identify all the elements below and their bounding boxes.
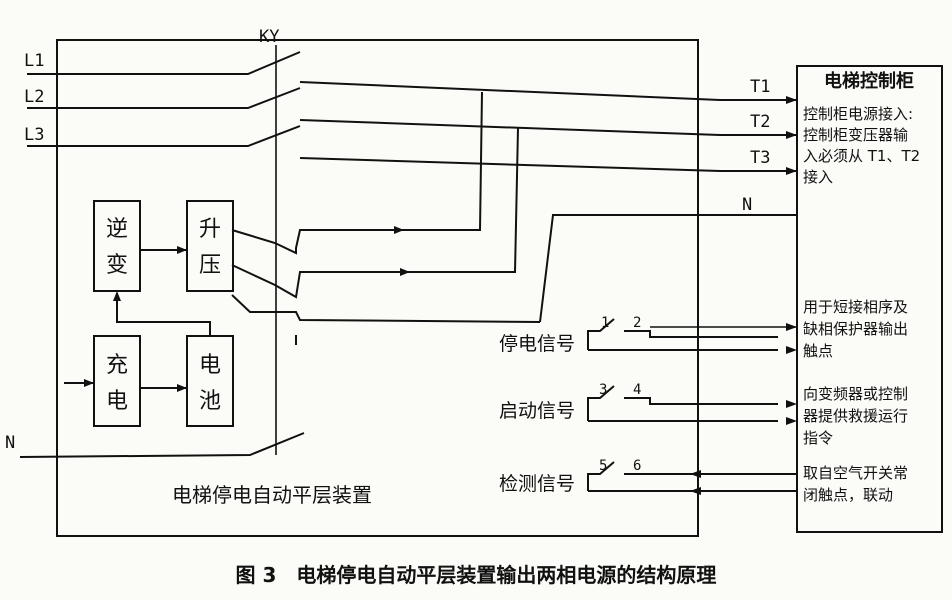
detect-arrow-b <box>690 487 701 495</box>
cabinet-note-start-3: 指令 <box>803 429 833 447</box>
charger-block <box>93 335 141 427</box>
booster-out-line-2 <box>231 127 519 299</box>
booster-arrow-1 <box>394 226 404 234</box>
cabinet-note-start-2: 器提供救援运行 <box>803 407 908 425</box>
cabinet-note-power-1: 控制柜电源接入: <box>803 105 913 123</box>
input-label-l2: L2 <box>24 87 44 107</box>
start-signal-label: 启动信号 <box>499 400 575 422</box>
start-contact-4: 4 <box>633 382 641 398</box>
start-arrow-a <box>786 400 797 408</box>
cabinet-title: 电梯控制柜 <box>824 70 914 92</box>
booster-label-1: 升 <box>199 217 221 242</box>
detect-signal-label: 检测信号 <box>499 473 575 495</box>
inverter-label-2: 变 <box>106 253 128 278</box>
battery-to-inverter <box>116 293 211 336</box>
charger-label-1: 充 <box>106 353 128 378</box>
input-label-n: N <box>5 433 15 453</box>
cabinet-note-power-4: 接入 <box>803 168 833 186</box>
battery-label-1: 电 <box>199 353 221 378</box>
start-contact <box>587 385 778 421</box>
battery-label-2: 池 <box>199 389 221 414</box>
poweroff-contact-2: 2 <box>633 315 641 331</box>
input-line-l3 <box>27 125 301 147</box>
cabinet-note-power-3: 入必须从 T1、T2 <box>803 147 920 165</box>
neutral-out-line <box>539 214 797 323</box>
output-label-t2: T2 <box>750 112 770 132</box>
device-title: 电梯停电自动平层装置 <box>172 483 372 507</box>
poweroff-arrow-b <box>786 346 797 354</box>
cabinet-note-poweroff-1: 用于短接相序及 <box>803 298 908 316</box>
output-line-t1 <box>299 81 721 101</box>
inverter-label-1: 逆 <box>106 217 128 242</box>
detect-contact <box>587 461 797 491</box>
output-label-n: N <box>742 195 752 215</box>
battery-to-inverter-arrow <box>113 291 121 301</box>
cabinet-note-power-2: 控制柜变压器输 <box>803 126 908 144</box>
booster-out-line-3 <box>231 294 541 323</box>
booster-out-line-1 <box>231 91 483 255</box>
t3-arrow <box>786 167 797 175</box>
output-label-t3: T3 <box>750 148 770 168</box>
input-line-l2 <box>27 87 301 109</box>
cabinet-note-detect-1: 取自空气开关常 <box>803 464 908 482</box>
cabinet-note-start-1: 向变频器或控制 <box>803 385 908 403</box>
cabinet-note-detect-2: 闭触点，联动 <box>803 486 893 504</box>
device-boundary <box>56 39 699 537</box>
inverter-to-booster-arrow <box>177 246 187 254</box>
cabinet-note-poweroff-3: 触点 <box>803 342 833 360</box>
detect-contact-5: 5 <box>599 458 607 474</box>
charger-label-2: 电 <box>106 389 128 414</box>
detect-arrow-a <box>690 470 701 478</box>
start-contact-3: 3 <box>599 382 607 398</box>
switch-label: KY <box>259 27 279 47</box>
booster-block <box>186 200 234 292</box>
t1-arrow <box>786 96 797 104</box>
poweroff-contact-1: 1 <box>601 315 609 331</box>
charger-to-battery-arrow <box>177 384 187 392</box>
output-line-t2 <box>299 119 721 136</box>
start-arrow-b <box>786 417 797 425</box>
booster-label-2: 压 <box>199 253 221 278</box>
output-label-t1: T1 <box>750 77 770 97</box>
detect-contact-6: 6 <box>633 458 641 474</box>
input-line-l1 <box>27 51 301 75</box>
charger-input-arrow <box>84 379 94 387</box>
input-label-l1: L1 <box>24 51 44 71</box>
poweroff-signal-label: 停电信号 <box>499 333 575 355</box>
input-line-n <box>19 432 305 458</box>
poweroff-contact <box>587 318 778 350</box>
cabinet-boundary <box>796 65 943 533</box>
booster-arrow-2 <box>400 268 410 276</box>
t2-arrow <box>786 131 797 139</box>
cabinet-note-poweroff-2: 缺相保护器输出 <box>803 320 908 338</box>
figure-caption: 图 3 电梯停电自动平层装置输出两相电源的结构原理 <box>236 563 717 587</box>
output-line-t3 <box>299 157 721 172</box>
input-label-l3: L3 <box>24 125 44 145</box>
